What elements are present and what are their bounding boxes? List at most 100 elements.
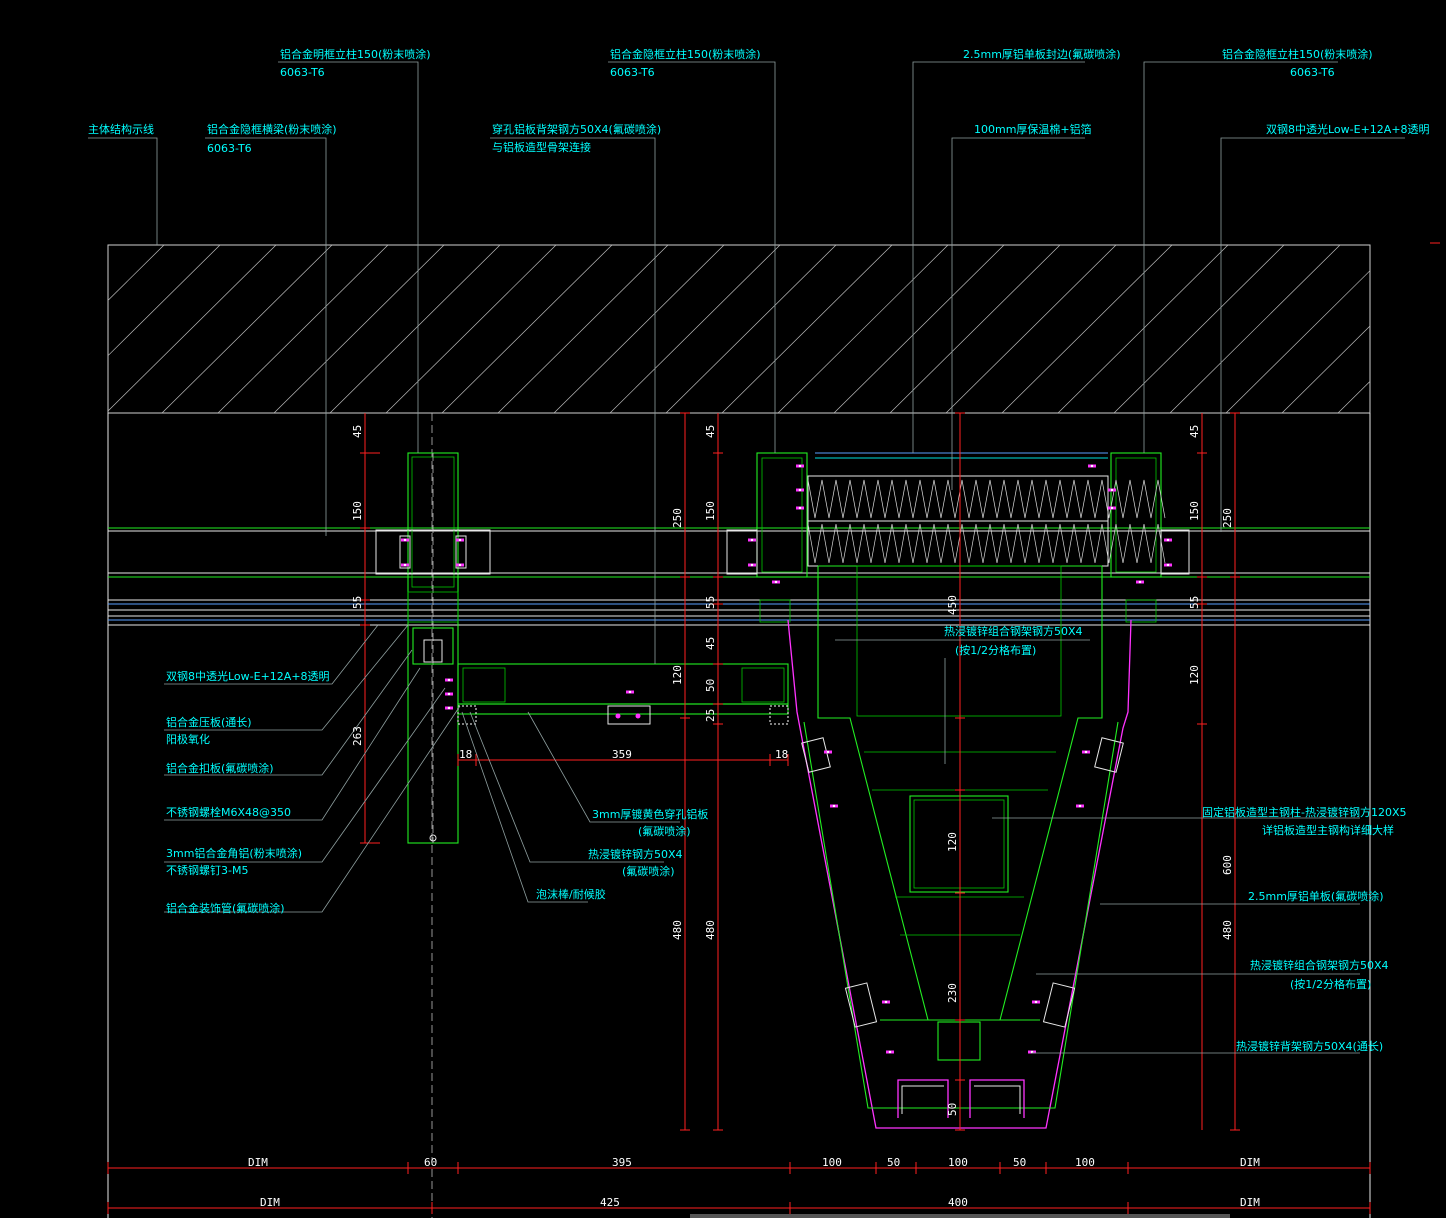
dim-mid-a-480: 480	[671, 920, 684, 940]
bolt-head	[1166, 563, 1170, 567]
hatch-line	[108, 245, 109, 246]
label-hidden-mullion-right-alloy: 6063-T6	[1290, 66, 1335, 79]
hatch-line	[1394, 245, 1446, 413]
bolt-head	[750, 563, 754, 567]
dim-right-a-150: 150	[1188, 501, 1201, 521]
label-hidden-mullion: 铝合金隐框立柱150(粉末喷涂)	[610, 47, 761, 61]
hatch-line	[889, 245, 1061, 413]
middle-mullion	[726, 452, 808, 623]
label-perforated-backframe-note: 与铝板造型骨架连接	[492, 140, 591, 154]
vertical-dimension-text: 45 150 55 263 250 120 480 45 150 55 45 5…	[351, 425, 1234, 1116]
bolt-head	[1110, 488, 1114, 492]
label-aluminum-edge: 2.5mm厚铝单板封边(氟碳喷涂)	[963, 47, 1121, 61]
hatch-line	[108, 245, 277, 412]
bolt-head	[798, 464, 802, 468]
dim-mid-b-480: 480	[704, 920, 717, 940]
bolt-head	[628, 690, 632, 694]
label-steel-tube: 热浸镀锌钢方50X4	[588, 847, 683, 861]
dim-row1-395: 395	[612, 1156, 632, 1169]
label-left-6: 不锈钢螺钉3-M5	[166, 864, 248, 877]
bolt-head	[774, 580, 778, 584]
dim-inner-120: 120	[946, 832, 959, 852]
label-visible-mullion: 铝合金明框立柱150(粉末喷涂)	[280, 47, 431, 61]
dim-mid-b-150: 150	[704, 501, 717, 521]
dim-row2-dim-right: DIM	[1240, 1196, 1260, 1209]
label-left-3: 铝合金扣板(氟碳喷涂)	[166, 761, 274, 775]
label-right-4: (按1/2分格布置)	[1290, 977, 1371, 991]
label-foam-rod: 泡沫棒/耐候胶	[536, 887, 606, 901]
label-hidden-mullion-alloy: 6063-T6	[610, 66, 655, 79]
dim-row2-400: 400	[948, 1196, 968, 1209]
bolt-head	[888, 1050, 892, 1054]
bolt-head	[458, 538, 462, 542]
hatch-line	[1225, 270, 1370, 413]
label-insulation: 100mm厚保温棉+铝箔	[974, 122, 1092, 136]
hatch-line	[945, 245, 1117, 413]
hatch-line	[108, 245, 165, 301]
label-perforated-panel: 3mm厚镀黄色穿孔铝板	[592, 807, 708, 821]
dim-h-18-left: 18	[459, 748, 472, 761]
label-visible-mullion-alloy: 6063-T6	[280, 66, 325, 79]
hatch-line	[108, 245, 221, 357]
horizontal-dimension-lines	[108, 452, 1370, 1209]
hatch-line	[833, 245, 1005, 413]
top-labels: 铝合金明框立柱150(粉末喷涂) 6063-T6 铝合金隐框立柱150(粉末喷涂…	[88, 47, 1430, 155]
dim-right-a-55: 55	[1188, 596, 1201, 609]
bolt-head	[1166, 538, 1170, 542]
bolt-head	[1138, 580, 1142, 584]
hatch-line	[1281, 325, 1370, 413]
hatch-line	[1001, 245, 1173, 413]
dim-row1-100b: 100	[948, 1156, 968, 1169]
hatch-line	[161, 245, 333, 413]
hatch-line	[441, 245, 613, 413]
right-mullion	[1110, 452, 1190, 623]
hatch-line	[329, 245, 501, 413]
dim-left-55: 55	[351, 596, 364, 609]
bolt-head	[1078, 804, 1082, 808]
dim-row1-50a: 50	[887, 1156, 900, 1169]
label-structure-line: 主体结构示线	[88, 122, 154, 136]
dim-row2-425: 425	[600, 1196, 620, 1209]
dim-h-18-right: 18	[775, 748, 788, 761]
label-left-1: 铝合金压板(通长)	[166, 715, 252, 729]
dim-left-45: 45	[351, 425, 364, 438]
hatch-line	[721, 245, 893, 413]
middle-transom-box	[457, 663, 789, 725]
bolt-head	[1090, 464, 1094, 468]
dim-left-263: 263	[351, 726, 364, 746]
horizontal-scrollbar[interactable]	[690, 1214, 1230, 1218]
bolt-head	[826, 750, 830, 754]
hatch-line	[1337, 380, 1370, 413]
dim-inner-50: 50	[946, 1103, 959, 1116]
label-hidden-mullion-right: 铝合金隐框立柱150(粉末喷涂)	[1222, 47, 1373, 61]
hatch-line	[553, 245, 725, 413]
label-right-1: 详铝板造型主钢构详细大样	[1262, 823, 1394, 837]
left-mullion	[375, 452, 491, 844]
dim-right-b-600: 600	[1221, 855, 1234, 875]
label-left-4: 不锈钢螺栓M6X48@350	[166, 805, 291, 819]
bolt-head	[798, 488, 802, 492]
leader-lines	[88, 61, 1405, 1054]
label-right-3: 热浸镀锌组合钢架钢方50X4	[1250, 958, 1389, 972]
dim-right-a-45: 45	[1188, 425, 1201, 438]
dim-mid-a-250: 250	[671, 508, 684, 528]
bolt-head	[447, 692, 451, 696]
hatch-line	[1169, 245, 1341, 413]
dim-h-359: 359	[612, 748, 632, 761]
dim-right-b-250: 250	[1221, 508, 1234, 528]
dim-mid-b-25: 25	[704, 709, 717, 722]
label-perforated-backframe: 穿孔铝板背架钢方50X4(氟碳喷涂)	[492, 122, 661, 136]
hatch-line	[609, 245, 781, 413]
insulation-zigzag	[807, 523, 1166, 564]
hatch-line	[665, 245, 837, 413]
center-labels: 3mm厚镀黄色穿孔铝板 (氟碳喷涂) 热浸镀锌钢方50X4 (氟碳喷涂) 泡沫棒…	[536, 624, 1083, 901]
right-labels: 固定铝板造型主钢柱-热浸镀锌钢方120X5 详铝板造型主钢构详细大样 2.5mm…	[1202, 805, 1407, 1053]
bolt-head	[1084, 750, 1088, 754]
dim-mid-a-120: 120	[671, 665, 684, 685]
dim-mid-b-50: 50	[704, 679, 717, 692]
left-labels: 双钢8中透光Low-E+12A+8透明 铝合金压板(通长) 阳极氧化 铝合金扣板…	[166, 669, 330, 915]
label-left-2: 阳极氧化	[166, 732, 210, 746]
label-right-5: 热浸镀锌背架钢方50X4(通长)	[1236, 1039, 1383, 1053]
frame-lines	[107, 242, 1440, 1218]
